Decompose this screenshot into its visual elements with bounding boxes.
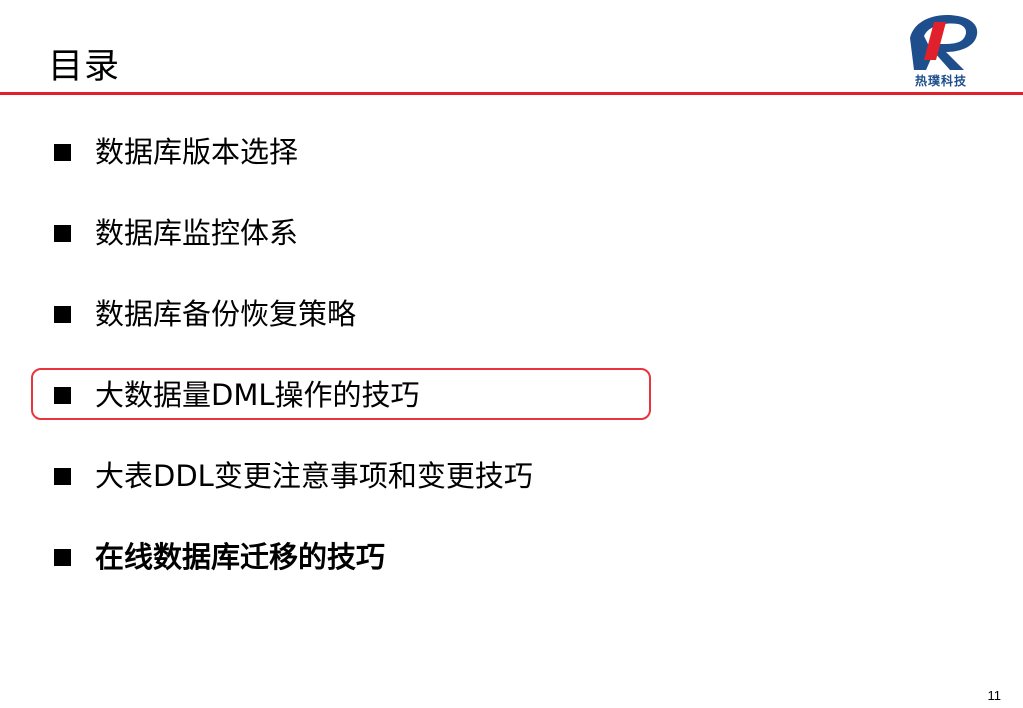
toc-item-label: 在线数据库迁移的技巧: [95, 540, 386, 574]
square-bullet-icon: [54, 143, 71, 161]
toc-item-label: 数据库版本选择: [95, 135, 299, 169]
title-divider: [0, 92, 1023, 95]
square-bullet-icon: [54, 548, 71, 566]
toc-item[interactable]: 数据库版本选择: [54, 132, 298, 172]
toc-item-label: 大数据量DML操作的技巧: [95, 378, 420, 412]
toc-item[interactable]: 数据库备份恢复策略: [54, 294, 356, 334]
company-logo: 热璞科技: [896, 8, 986, 90]
toc-item[interactable]: 在线数据库迁移的技巧: [54, 537, 385, 577]
slide-title: 目录: [48, 47, 121, 87]
square-bullet-icon: [54, 224, 71, 242]
toc-item[interactable]: 大表DDL变更注意事项和变更技巧: [54, 456, 533, 496]
square-bullet-icon: [54, 386, 71, 404]
toc-item-label: 数据库监控体系: [95, 216, 299, 250]
logo-mark-icon: [910, 14, 978, 71]
toc-item-current[interactable]: 大数据量DML操作的技巧: [54, 375, 420, 415]
square-bullet-icon: [54, 467, 71, 485]
logo-text: 热璞科技: [914, 74, 967, 88]
toc-item-label: 大表DDL变更注意事项和变更技巧: [95, 459, 533, 493]
toc-item[interactable]: 数据库监控体系: [54, 213, 298, 253]
square-bullet-icon: [54, 305, 71, 323]
page-number: 11: [987, 688, 1002, 703]
current-section-highlight: [31, 368, 651, 420]
toc-item-label: 数据库备份恢复策略: [95, 297, 357, 331]
